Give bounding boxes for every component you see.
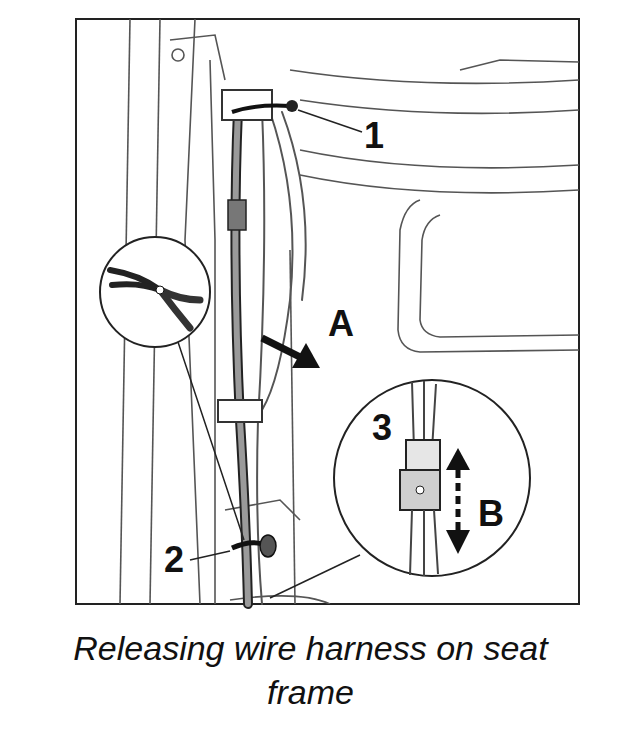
harness-sleeve [228,200,246,230]
connector-half [400,470,440,510]
cable-tie-head [286,100,298,112]
detail-circle [100,237,210,347]
harness-wire [257,110,264,604]
frame-line [170,35,225,80]
pliers-detail [100,237,210,347]
pliers-jaw [110,270,160,290]
arrow-shaft [456,470,461,530]
harness-connector [218,400,262,422]
cross-bar [300,175,579,193]
connector-wire [410,510,438,576]
wire-harness [235,110,305,604]
arrow-head [446,530,470,554]
leader-line [298,110,362,132]
pliers-jaw [112,284,160,290]
arrow-head [446,448,470,470]
seat-back-edge [300,100,579,113]
harness-core [235,110,248,604]
arrow-head [292,343,320,368]
frame-hole [172,49,184,61]
pliers-handle [160,290,190,328]
callout-label: 1 [364,116,384,156]
frame-line [210,60,215,604]
seat-back-edge [290,70,579,83]
figure-border [76,19,579,604]
harness-wire [262,112,293,410]
detail-circle [334,380,530,576]
cross-bar [300,150,579,168]
detail-leader [270,555,360,598]
detail-leader [178,342,244,540]
cable-tie [232,543,262,548]
cable-tie-head [260,535,276,557]
callout-label: A [328,304,354,344]
seat-back-edge [460,60,579,70]
harness-outer [235,110,248,604]
callout-label: 3 [372,408,392,448]
callout-label: B [478,494,504,534]
frame-line [290,250,295,604]
pliers-pivot [156,286,164,294]
harness-wire [282,112,306,300]
seat-panel [398,200,579,352]
callout-label: 2 [164,540,184,580]
cable-tie [232,106,290,112]
connector-detail [334,380,530,576]
figure-caption: Releasing wire harness on seat frame [40,626,581,714]
connector-latch [416,486,424,494]
connector-half [406,440,440,470]
arrow-shaft [262,338,302,358]
seat-panel [420,215,579,337]
leader-line [190,551,230,560]
